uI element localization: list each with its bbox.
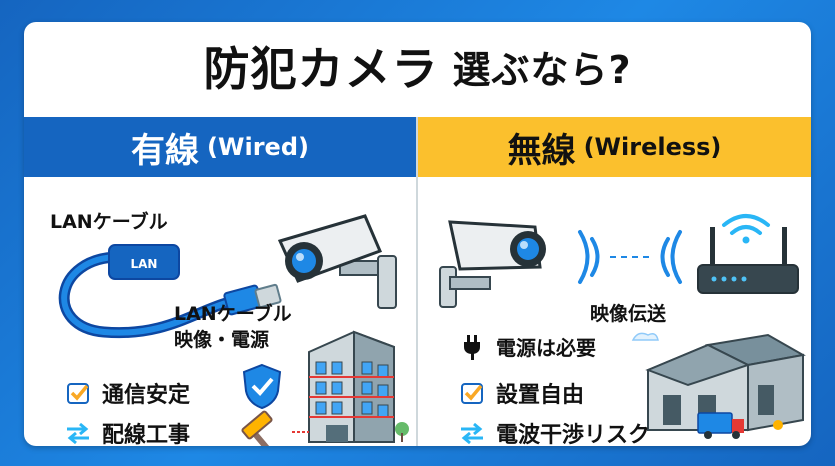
wireless-feature-interference: 電波干渉リスク xyxy=(458,417,650,446)
video-transmission-label: 映像伝送 xyxy=(590,303,667,325)
swap-arrows-icon xyxy=(458,419,486,446)
power-required-text: 電源は必要 xyxy=(496,336,596,360)
wired-feature-1-text: 通信安定 xyxy=(102,383,191,408)
lan-connector-text: LAN xyxy=(131,257,158,271)
wireless-feature-freedom: 設置自由 xyxy=(458,377,584,409)
wireless-heading: 無線 xyxy=(507,130,576,171)
checkbox-icon xyxy=(458,379,486,407)
column-divider xyxy=(416,117,418,446)
swap-arrows-icon xyxy=(64,419,92,446)
power-required-row: 電源は必要 xyxy=(458,332,596,361)
wired-feature-stable: 通信安定 xyxy=(64,377,190,409)
hammer-icon xyxy=(241,410,273,446)
warehouse-icon xyxy=(631,332,806,439)
comparison-card: 防犯カメラ 選ぶなら? 有線 (Wired) 無線 (Wireless) LAN… xyxy=(24,22,811,446)
wired-heading: 有線 xyxy=(131,130,200,171)
wired-feature-2-text: 配線工事 xyxy=(102,423,191,446)
wired-panel: LANケーブル LAN LANケーブル 映像・電源 xyxy=(24,177,416,446)
power-plug-icon xyxy=(458,333,486,361)
wireless-header: 無線 (Wireless) xyxy=(418,117,811,177)
wireless-heading-en: (Wireless) xyxy=(583,133,722,161)
wired-camera-icon xyxy=(277,214,397,309)
title-main: 防犯カメラ xyxy=(203,42,439,96)
wired-header: 有線 (Wired) xyxy=(24,117,416,177)
video-power-label: 映像・電源 xyxy=(174,329,270,351)
signal-waves-icon xyxy=(578,230,682,284)
wireless-camera-icon xyxy=(439,220,546,308)
router-icon xyxy=(697,214,799,294)
wireless-feature-2-text: 電波干渉リスク xyxy=(496,423,651,446)
wired-heading-en: (Wired) xyxy=(207,133,309,161)
wired-feature-wiring: 配線工事 xyxy=(64,417,190,446)
wireless-feature-1-text: 設置自由 xyxy=(496,383,585,408)
lan-cable-label-2: LANケーブル xyxy=(174,303,292,325)
page-title: 防犯カメラ 選ぶなら? xyxy=(24,22,811,110)
wireless-panel: 映像伝送 電源は必要 設置自由 xyxy=(418,177,811,446)
lan-cable-icon: LAN xyxy=(58,244,282,339)
lan-cable-label: LANケーブル xyxy=(50,211,168,233)
office-building-icon xyxy=(292,330,409,443)
title-sub: 選ぶなら? xyxy=(452,47,632,92)
checkbox-icon xyxy=(64,379,92,407)
shield-icon xyxy=(242,363,282,410)
